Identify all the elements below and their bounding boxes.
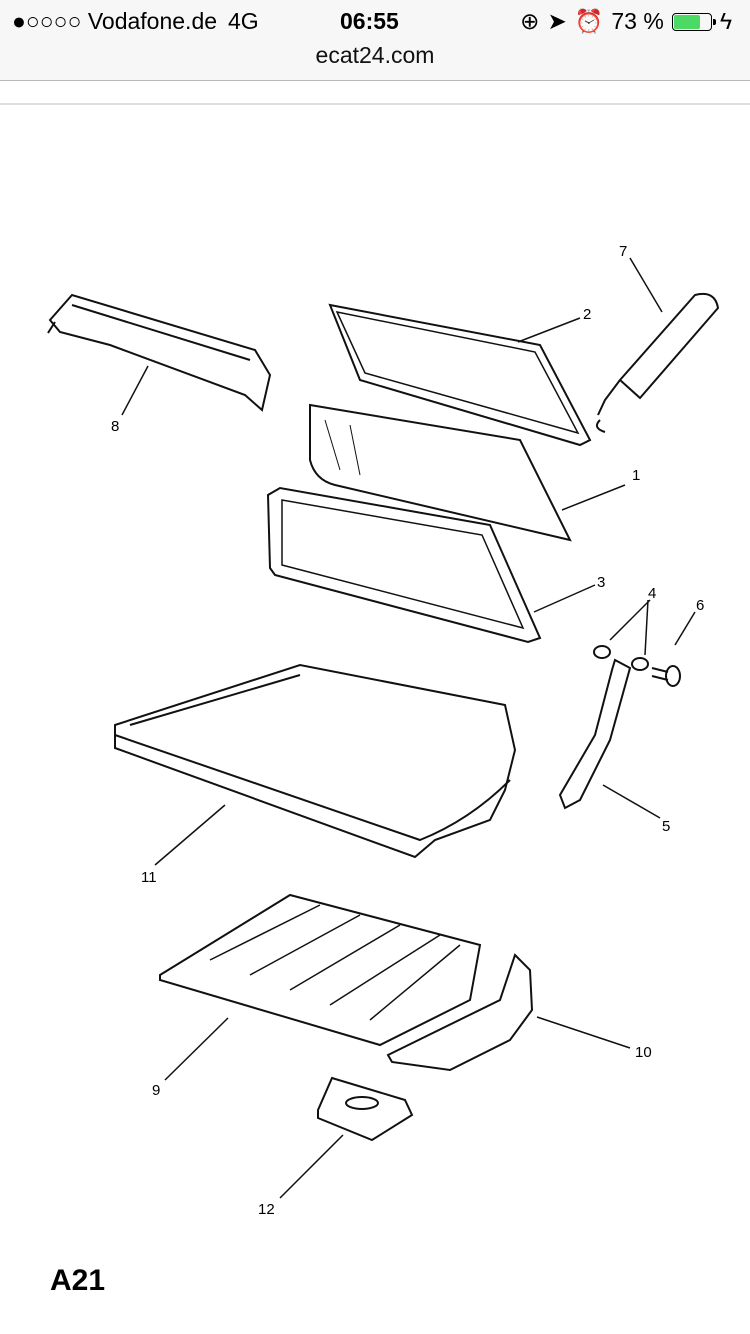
part-12-bracket	[317, 1076, 414, 1142]
part-3-window-frame	[266, 486, 542, 644]
callout-7: 7	[619, 243, 627, 260]
leader-lines	[121, 257, 696, 1199]
carrier-signal: ●○○○○ Vodafone.de	[12, 8, 218, 34]
callout-1: 1	[632, 467, 640, 484]
callout-9: 9	[152, 1082, 160, 1099]
part-4-washers	[593, 645, 649, 671]
part-1-rear-window-glass	[309, 403, 572, 542]
callout-10: 10	[635, 1044, 652, 1061]
part-7-sealant-tube	[595, 292, 720, 433]
part-6-bolt	[651, 665, 681, 687]
orientation-lock-icon: ⊕	[520, 8, 540, 34]
part-9-floor-panel	[159, 893, 482, 1047]
callout-4: 4	[648, 585, 656, 602]
part-5-support-strut	[558, 658, 632, 810]
url-bar[interactable]: ecat24.com	[315, 42, 435, 68]
part-11-parcel-shelf	[114, 663, 517, 859]
part-8-crossmember	[47, 293, 272, 412]
network-type: 4G	[228, 8, 259, 34]
callout-3: 3	[597, 574, 605, 591]
callout-11: 11	[141, 869, 157, 886]
battery-icon	[671, 12, 716, 31]
part-10-side-panel	[386, 953, 534, 1072]
page-header-strip	[0, 81, 750, 105]
charging-bolt-icon: ϟ	[719, 8, 732, 34]
callout-12: 12	[258, 1201, 275, 1218]
diagram-page-code: A21	[50, 1264, 106, 1297]
callout-2: 2	[583, 306, 591, 323]
location-arrow-icon: ➤	[547, 8, 567, 34]
alarm-icon: ⏰	[574, 8, 604, 34]
clock: 06:55	[340, 8, 399, 34]
callout-6: 6	[696, 597, 704, 614]
browser-top-bar: ●○○○○ Vodafone.de 4G 06:55 ⊕ ➤ ⏰ 73 % ϟ …	[0, 0, 750, 81]
status-bar: ●○○○○ Vodafone.de 4G 06:55 ⊕ ➤ ⏰ 73 % ϟ	[0, 6, 750, 36]
part-2-seal	[328, 303, 592, 447]
callout-8: 8	[111, 418, 119, 435]
callout-5: 5	[662, 818, 670, 835]
battery-percent: 73 %	[611, 8, 664, 34]
parts-diagram: 1 2 3 4 5 6 7 8 9 10 11 12	[47, 243, 720, 1218]
